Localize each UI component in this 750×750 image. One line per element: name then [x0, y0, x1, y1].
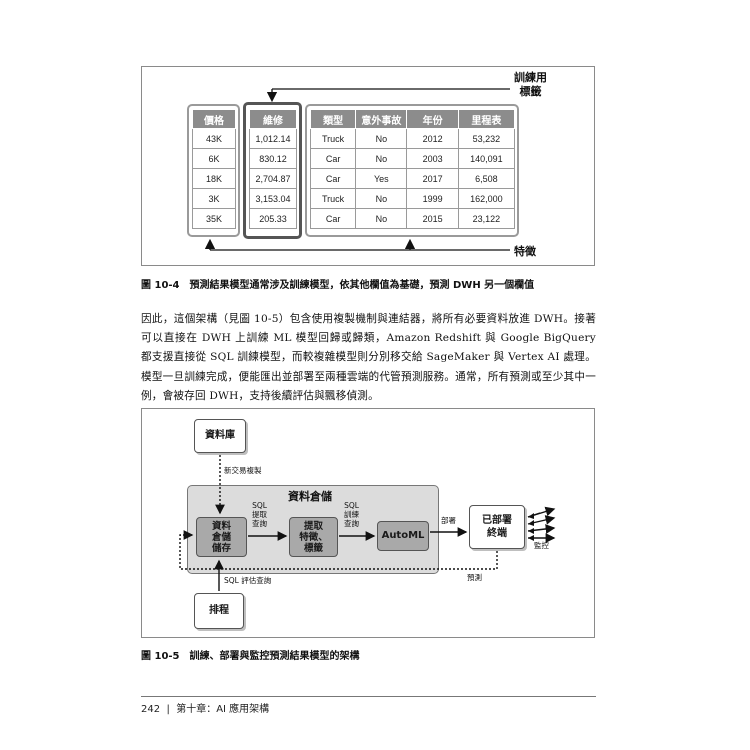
cell: 205.33 — [249, 208, 297, 229]
figure-10-5-arrows — [179, 455, 556, 591]
deployed-endpoint-node: 已部署 終端 — [469, 505, 525, 549]
endpoint-label: 已部署 終端 — [482, 515, 512, 539]
header-maintenance: 維修 — [249, 109, 297, 129]
cell: Car — [309, 208, 357, 229]
training-label-text: 訓練用 標籤 — [514, 71, 547, 98]
cell: 2015 — [406, 208, 459, 229]
page-footer: 242 | 第十章：AI 應用架構 — [141, 700, 269, 715]
deploy-label: 部署 — [441, 516, 456, 525]
header-odometer: 里程表 — [457, 109, 516, 129]
figure-10-4-arrows — [204, 88, 510, 251]
sql-eval-label: SQL 評估查詢 — [224, 576, 272, 585]
dw-storage-node: 資料 倉儲 儲存 — [196, 517, 247, 557]
cell: No — [355, 208, 408, 229]
figure-10-5: 資料庫 資料倉儲 資料 倉儲 儲存 提取 特徵、 標籤 AutoML 已部署 終… — [141, 408, 595, 638]
predict-label: 預測 — [467, 573, 482, 582]
header-price: 價格 — [192, 109, 236, 129]
automl-node: AutoML — [377, 521, 429, 551]
body-paragraph: 因此，這個架構（見圖 10-5）包含使用複製機制與連結器，將所有必要資料放進 D… — [141, 313, 596, 402]
price-table: 價格 43K 6K 18K 3K 35K — [192, 109, 236, 229]
figure-10-4: 價格 43K 6K 18K 3K 35K 維修 1,012.14 830.12 … — [141, 66, 595, 266]
dw-storage-label: 資料 倉儲 儲存 — [211, 520, 231, 554]
data-warehouse-title: 資料倉儲 — [288, 490, 332, 503]
sql-extract-label: SQL 提取 查詢 — [252, 501, 267, 528]
footer-rule — [141, 696, 596, 697]
cell: 1,012.14 — [249, 128, 297, 149]
features-label-text: 特徵 — [514, 245, 536, 258]
maintenance-table: 維修 1,012.14 830.12 2,704.87 3,153.04 205… — [249, 109, 297, 229]
automl-label: AutoML — [381, 530, 425, 541]
cell: 35K — [192, 208, 236, 229]
extract-features-label: 提取 特徵、 標籤 — [299, 520, 328, 554]
header-type: 類型 — [309, 109, 357, 129]
page-number: 242 — [141, 704, 161, 715]
figure-10-5-caption: 圖 10-5 訓練、部署與監控預測結果模型的架構 — [141, 651, 360, 662]
cell: 2,704.87 — [249, 168, 297, 189]
chapter-title: 第十章：AI 應用架構 — [176, 704, 270, 715]
figure-10-4-caption: 圖 10-4 預測結果模型通常涉及訓練模型，依其他欄值為基礎，預測 DWH 另一… — [141, 280, 535, 291]
database-label: 資料庫 — [205, 430, 235, 441]
scheduler-label: 排程 — [209, 605, 229, 616]
sql-train-label: SQL 訓練 查詢 — [344, 501, 359, 528]
extract-features-node: 提取 特徵、 標籤 — [289, 517, 338, 557]
cell: 23,122 — [457, 208, 516, 229]
monitor-label: 監控 — [534, 541, 549, 550]
database-node: 資料庫 — [194, 419, 246, 453]
footer-separator: | — [163, 704, 174, 715]
new-tx-copy-label: 新交易複製 — [224, 466, 262, 475]
scheduler-node: 排程 — [194, 593, 244, 629]
cell: 162,000 — [457, 188, 516, 209]
